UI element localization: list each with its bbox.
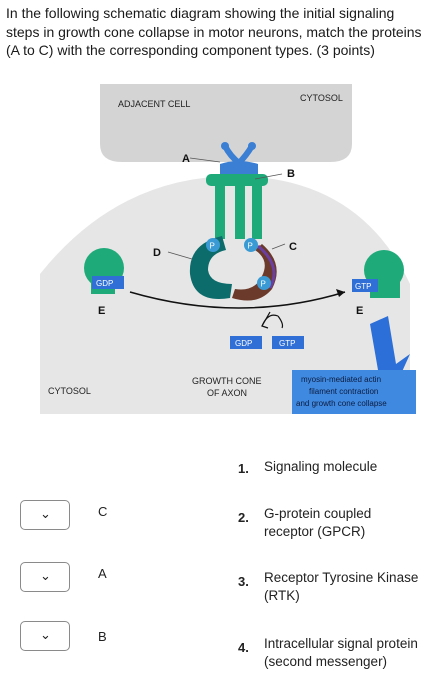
protein-d <box>189 236 232 299</box>
growth-cone-label-2: OF AXON <box>207 388 247 398</box>
ligand-a <box>220 142 258 176</box>
option-text: G-protein coupled receptor (GPCR) <box>264 506 372 539</box>
cytosol-top-label: CYTOSOL <box>300 93 343 103</box>
label-d: D <box>153 247 161 259</box>
outcome-line-3: and growth cone collapse <box>296 399 387 408</box>
svg-text:P: P <box>210 242 215 251</box>
adjacent-cell <box>100 84 352 162</box>
schematic-diagram: ADJACENT CELL CYTOSOL CYTOSOL A B D C P … <box>0 84 437 429</box>
gdp-center-label: GDP <box>235 339 252 348</box>
outcome-line-1: myosin-mediated actin <box>301 375 381 384</box>
match-value-3: B <box>98 629 107 644</box>
chevron-down-icon: ⌄ <box>40 569 51 584</box>
option-number: 4. <box>238 640 249 655</box>
chevron-down-icon: ⌄ <box>40 507 51 522</box>
match-value-1: C <box>98 504 108 519</box>
match-value-2: A <box>98 566 107 581</box>
growth-cone-label-1: GROWTH CONE <box>192 376 262 386</box>
match-select-2[interactable]: ⌄ <box>20 562 70 592</box>
outcome-line-2: filament contraction <box>309 387 378 396</box>
option-text: Signaling molecule <box>264 459 378 474</box>
adjacent-cell-label: ADJACENT CELL <box>118 99 190 109</box>
gtp-center-box <box>272 336 304 349</box>
chevron-down-icon: ⌄ <box>40 628 51 643</box>
gtp-right-label: GTP <box>355 282 371 291</box>
label-e-right: E <box>356 305 363 317</box>
option-number: 1. <box>238 461 249 476</box>
svg-text:P: P <box>261 280 266 289</box>
svg-text:P: P <box>248 242 253 251</box>
option-number: 3. <box>238 574 249 589</box>
question-text: In the following schematic diagram showi… <box>6 5 422 58</box>
activation-arrow <box>129 291 346 309</box>
gdp-center-box <box>230 336 262 349</box>
phosphate-group: P P P <box>206 238 271 290</box>
option-text: Receptor Tyrosine Kinase (RTK) <box>264 570 419 603</box>
label-b: B <box>287 168 295 180</box>
label-e-left: E <box>98 305 105 317</box>
receptor-b <box>206 174 268 239</box>
gdp-left-label: GDP <box>96 279 113 288</box>
gtp-center-label: GTP <box>279 339 295 348</box>
g-protein-left: GDP <box>84 248 124 294</box>
outcome-box <box>292 370 416 414</box>
label-a: A <box>182 153 190 165</box>
match-select-3[interactable]: ⌄ <box>20 621 70 651</box>
label-c: C <box>289 241 297 253</box>
g-protein-right: GTP <box>352 250 404 298</box>
cytosol-left-label: CYTOSOL <box>48 386 91 396</box>
option-number: 2. <box>238 510 249 525</box>
option-text: Intracellular signal protein (second mes… <box>264 636 418 669</box>
match-select-1[interactable]: ⌄ <box>20 500 70 530</box>
